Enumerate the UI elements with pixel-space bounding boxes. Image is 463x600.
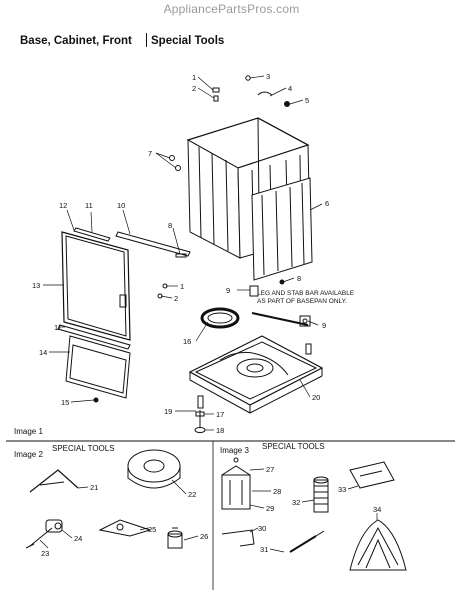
note-line-1: LEG AND STAB BAR AVAILABLE — [257, 290, 355, 297]
tool-34 — [349, 519, 407, 571]
header-divider — [146, 33, 147, 47]
callout-11-bottom: 11 — [54, 323, 62, 332]
image-2-label: Image 2 — [14, 450, 43, 459]
special-tools-title-left: SPECIAL TOOLS — [52, 444, 115, 453]
page-subtitle: Special Tools — [151, 35, 225, 47]
callout-8-lower: 8 — [297, 274, 301, 283]
note-line-2: AS PART OF BASEPAN ONLY. — [257, 298, 347, 305]
callout-32: 32 — [292, 498, 300, 507]
tool-25 — [98, 519, 152, 537]
callout-2-mid: 2 — [174, 294, 178, 303]
callout-1-mid: 1 — [180, 282, 184, 291]
tool-32 — [313, 476, 329, 513]
callout-19: 19 — [164, 407, 172, 416]
tool-leader-lines — [39, 468, 378, 553]
tool-31 — [289, 530, 325, 553]
page-title: Base, Cabinet, Front — [20, 35, 132, 47]
callout-24: 24 — [74, 534, 82, 543]
callout-3: 3 — [266, 72, 270, 81]
callout-26: 26 — [200, 532, 208, 541]
callout-33: 33 — [338, 485, 346, 494]
callout-17: 17 — [216, 410, 224, 419]
callout-11-top: 11 — [85, 201, 93, 210]
callout-2-top: 2 — [192, 84, 196, 93]
stab-bar — [251, 312, 311, 327]
leader-lines — [43, 75, 323, 431]
callout-9-right: 9 — [322, 321, 326, 330]
callout-23: 23 — [41, 549, 49, 558]
callout-30: 30 — [258, 524, 266, 533]
callout-15: 15 — [61, 398, 69, 407]
callout-13: 13 — [32, 281, 40, 290]
special-tools-title-right: SPECIAL TOOLS — [262, 442, 325, 451]
image-3-label: Image 3 — [220, 446, 249, 455]
tool-23-24 — [25, 519, 63, 549]
callout-20: 20 — [312, 393, 320, 402]
tool-22 — [127, 449, 181, 489]
watermark: AppliancePartsPros.com — [163, 2, 300, 16]
callout-27: 27 — [266, 465, 274, 474]
tool-33 — [349, 461, 395, 489]
toe-panel — [65, 335, 131, 399]
tool-26 — [167, 527, 183, 549]
callout-25: 25 — [148, 525, 156, 534]
callout-14: 14 — [39, 348, 47, 357]
callout-31: 31 — [260, 545, 268, 554]
callout-7: 7 — [148, 149, 152, 158]
callout-12: 12 — [59, 201, 67, 210]
callout-1-top: 1 — [192, 73, 196, 82]
front-panel — [57, 227, 191, 350]
tool-21 — [29, 469, 79, 493]
callout-18: 18 — [216, 426, 224, 435]
image-1-label: Image 1 — [14, 427, 43, 436]
drive-ring — [200, 307, 240, 329]
callout-10: 10 — [117, 201, 125, 210]
side-panel — [251, 177, 313, 281]
callout-5: 5 — [305, 96, 309, 105]
callout-9-left: 9 — [226, 286, 230, 295]
callout-6: 6 — [325, 199, 329, 208]
callout-29: 29 — [266, 504, 274, 513]
callout-4: 4 — [288, 84, 292, 93]
callout-22: 22 — [188, 490, 196, 499]
callout-34: 34 — [373, 505, 381, 514]
tool-30 — [221, 529, 255, 547]
callout-16: 16 — [183, 337, 191, 346]
tool-27-29 — [221, 457, 251, 510]
callout-21: 21 — [90, 483, 98, 492]
callout-8-upper: 8 — [168, 221, 172, 230]
base-pan — [188, 335, 324, 414]
callout-28: 28 — [273, 487, 281, 496]
